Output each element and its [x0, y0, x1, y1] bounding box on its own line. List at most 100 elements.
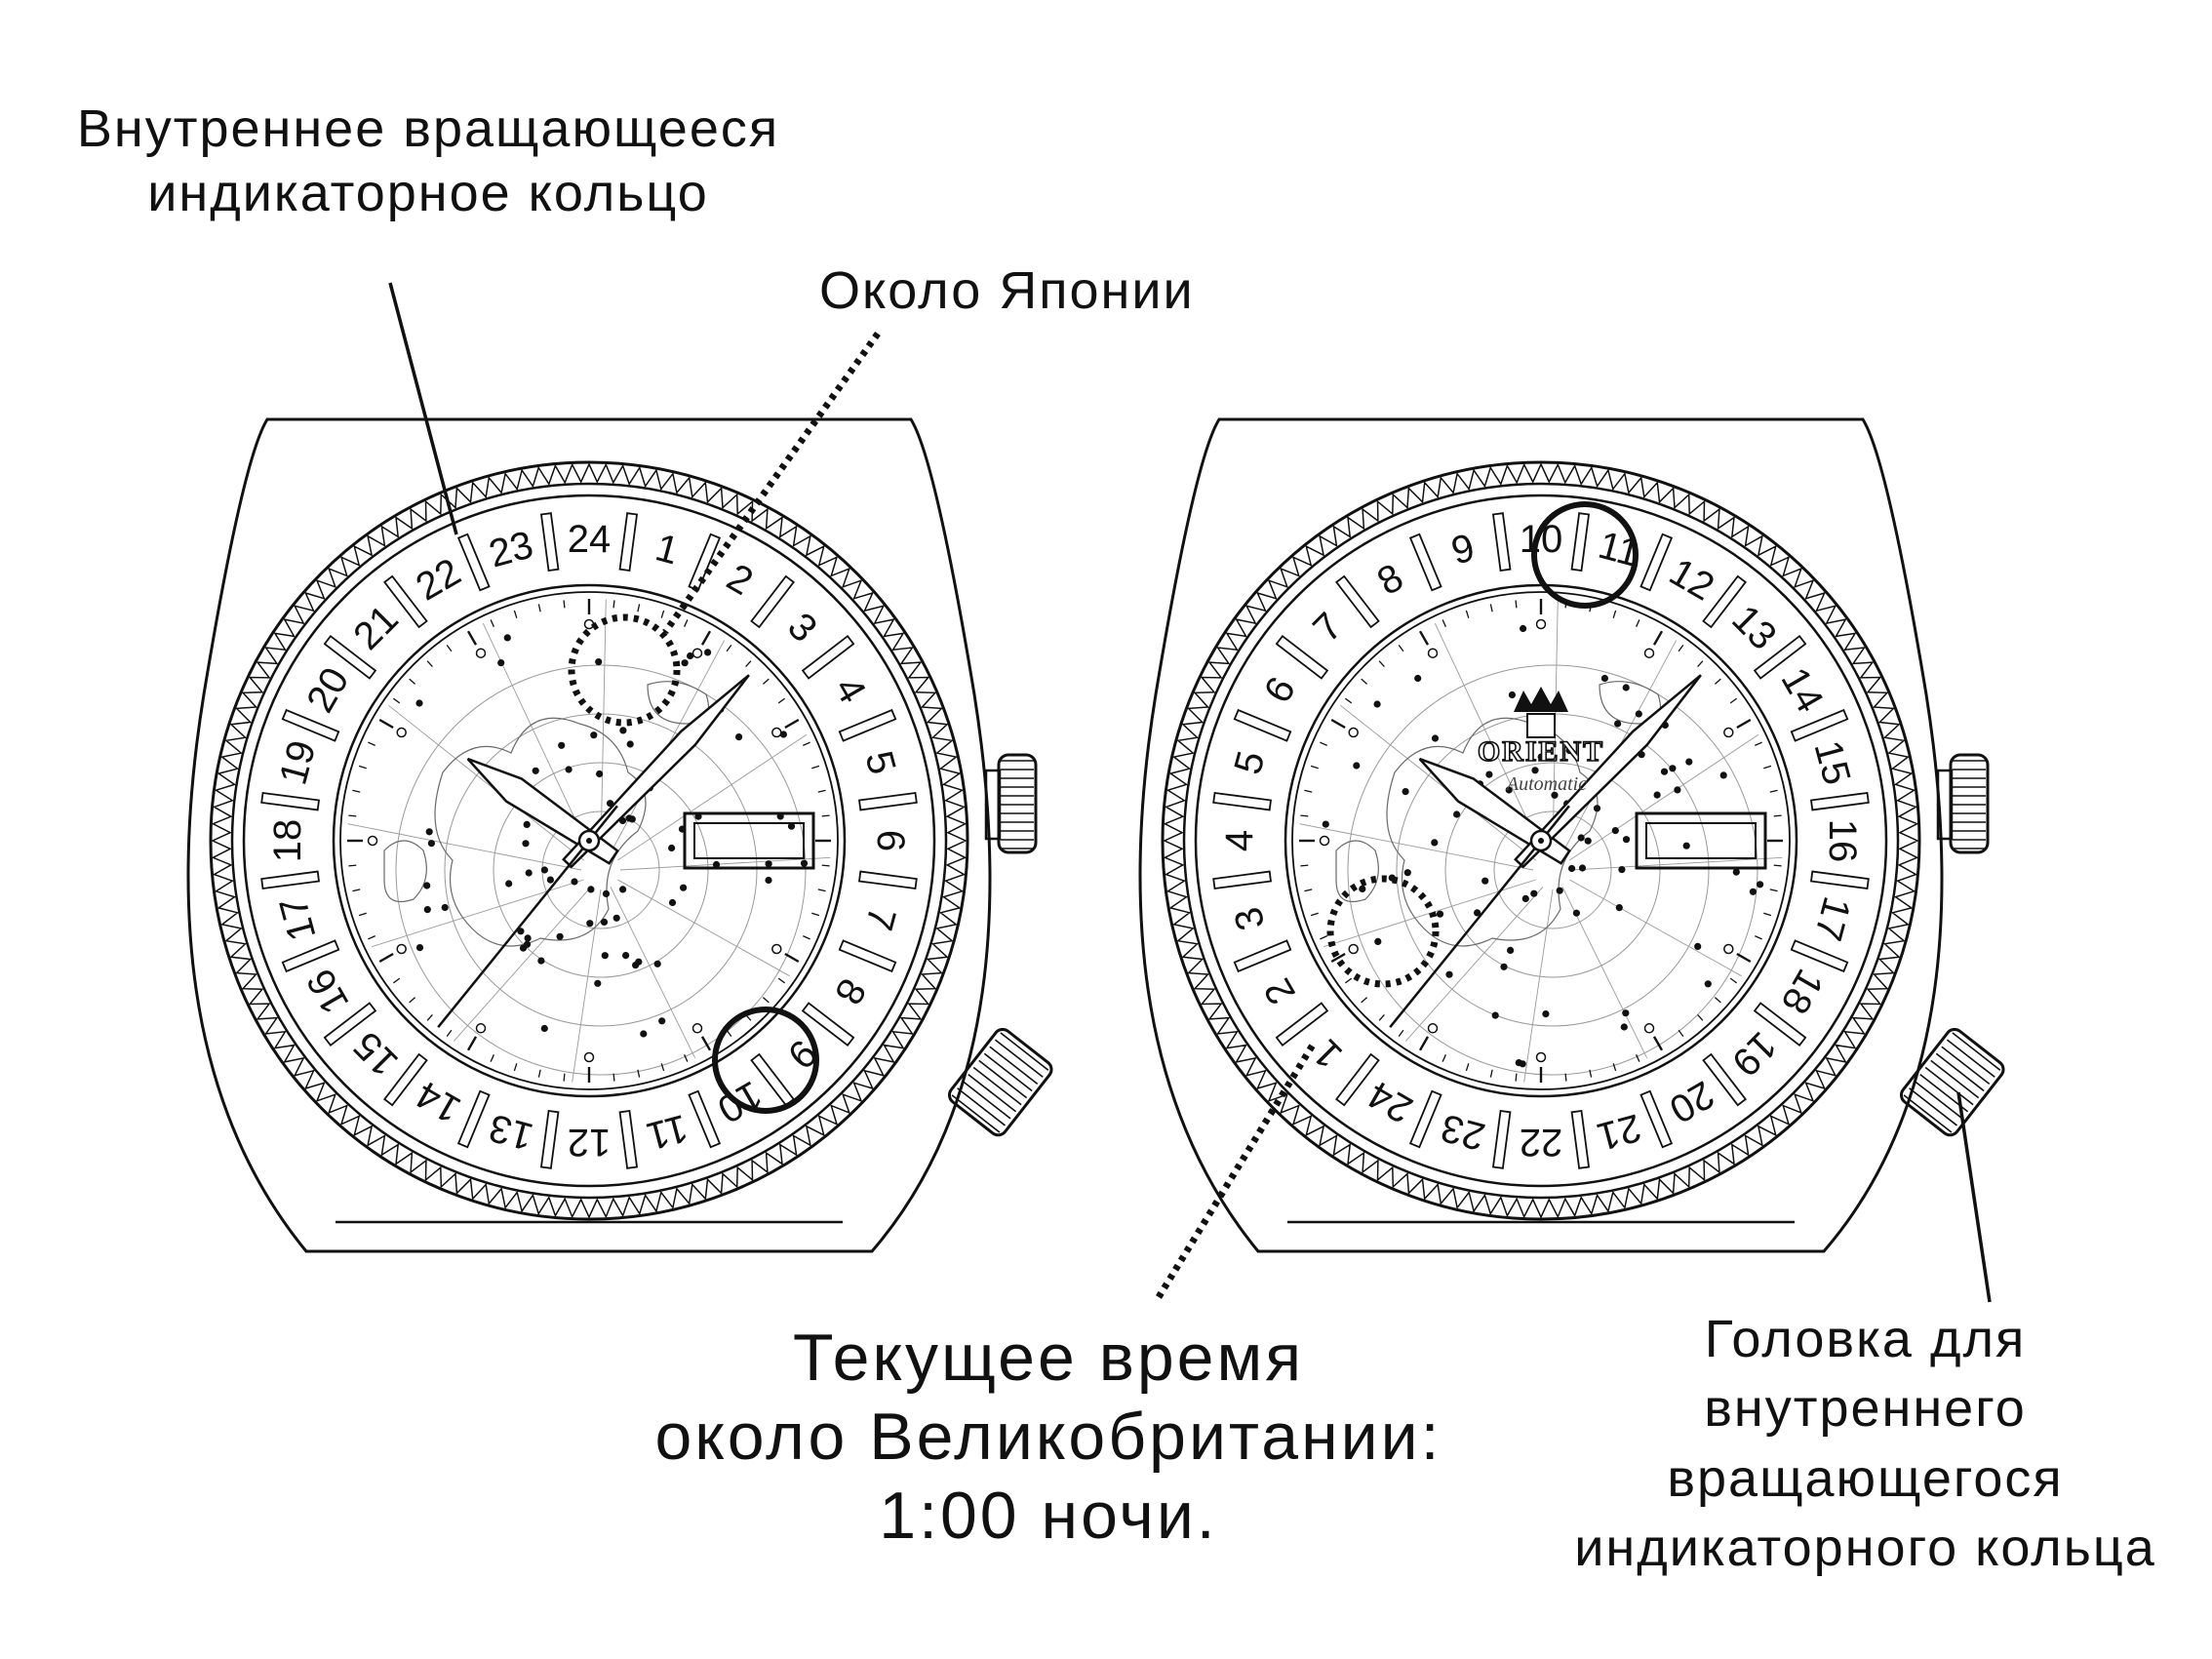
label-near-japan-text: Около Японии [819, 261, 1195, 320]
ring-bar-marker [281, 939, 340, 973]
ring-numeral: 16 [298, 962, 357, 1021]
city-dot [1508, 691, 1516, 699]
hour-marker-dot [1535, 1051, 1547, 1063]
minute-tick [1345, 977, 1353, 984]
minute-tick [784, 718, 800, 730]
city-dot [546, 876, 555, 884]
hour-marker-dot [1348, 727, 1359, 738]
map-meridian [600, 599, 607, 851]
city-dot [595, 658, 603, 666]
city-dot [1749, 888, 1757, 895]
label-inner-ring: Внутреннее вращающееся индикаторное коль… [23, 98, 833, 226]
ring-bar-marker [383, 574, 428, 629]
city-dot [1359, 885, 1366, 893]
map-meridian [1434, 622, 1544, 853]
city-dot [1474, 909, 1481, 917]
map-latitude-line [1444, 762, 1661, 978]
crown-lower [1899, 1027, 2005, 1137]
ring-bar-marker [750, 574, 795, 629]
leader-crown [1956, 1091, 1992, 1303]
minute-tick [563, 1073, 566, 1082]
map-meridian [1569, 733, 1759, 861]
label-current-time-line-2: около Великобритании: [654, 1399, 1442, 1474]
bezel-inner [230, 482, 948, 1200]
minute-tick [1489, 1069, 1493, 1078]
minute-tick [821, 864, 830, 867]
crown-lower-grip [978, 1059, 1028, 1099]
minute-tick [1736, 952, 1752, 964]
minute-tick [1714, 678, 1721, 685]
minute-tick [352, 889, 361, 892]
ring-numeral: 2 [720, 556, 760, 604]
ring-bar-marker [539, 512, 560, 573]
minute-tick [348, 864, 357, 867]
city-dot [765, 860, 772, 868]
ring-bar-marker [1639, 1089, 1674, 1149]
ring-numeral: 21 [345, 597, 407, 658]
ring-numeral: 8 [1370, 556, 1410, 604]
city-dot [1374, 937, 1382, 946]
minute-tick [490, 1054, 494, 1062]
ring-numeral: 12 [568, 1121, 612, 1164]
leader-lines [388, 282, 1992, 1303]
city-dot [1500, 963, 1508, 970]
map-meridian [388, 704, 584, 861]
minute-tick [1515, 1073, 1518, 1082]
minute-tick [811, 912, 820, 917]
minute-tick [352, 789, 361, 793]
ring-numeral: 15 [345, 1023, 407, 1085]
city-dot [625, 814, 633, 822]
city-dot [1577, 834, 1585, 842]
city-dot [505, 880, 513, 888]
minute-tick [1729, 697, 1737, 704]
minute-tick [368, 741, 375, 746]
ring-numeral: 5 [1226, 747, 1273, 779]
minute-tick [1300, 814, 1309, 817]
city-dot [640, 1030, 648, 1038]
minute-tick [1442, 1054, 1446, 1062]
map-meridian [610, 887, 696, 1059]
label-current-time-line-1: Текущее время [792, 1321, 1305, 1395]
dial-edge [1291, 591, 1791, 1090]
city-dot [1453, 810, 1461, 818]
minute-tick [1304, 789, 1313, 793]
hour-marker-dot [1643, 1023, 1655, 1034]
minute-tick [660, 1063, 665, 1072]
city-dot [1704, 980, 1712, 988]
city-dot [1719, 771, 1727, 779]
ring-numeral: 9 [1447, 526, 1480, 573]
minute-tick [1589, 1069, 1593, 1078]
city-dot [441, 903, 449, 912]
city-dot [1660, 768, 1669, 775]
city-dot [1757, 881, 1764, 889]
logo-sub-text: Automatic [1505, 773, 1587, 795]
ring-bar-marker [1809, 870, 1870, 890]
ring-numeral: 3 [1226, 903, 1273, 935]
crown-lower-grip [1952, 1032, 2001, 1071]
bezel-knurl [211, 462, 968, 1219]
city-dot [653, 960, 661, 968]
minute-tick [803, 741, 810, 746]
ring-bar-marker [1702, 1052, 1747, 1107]
city-dot [1402, 788, 1409, 796]
city-dot [680, 884, 688, 891]
city-dot [1373, 700, 1381, 708]
crown-upper [984, 753, 1038, 854]
watch-case [186, 417, 992, 1253]
city-dot [1445, 970, 1453, 978]
ring-numeral: 23 [1437, 1105, 1489, 1158]
minute-tick [1755, 741, 1762, 746]
city-dot [537, 957, 545, 965]
crown-lower-grip [1914, 1081, 1963, 1120]
city-dot [668, 844, 676, 852]
ring-bar-marker [688, 1089, 722, 1149]
ring-bar-marker [1408, 1089, 1442, 1149]
map-meridian [1523, 889, 1554, 1083]
city-dot [658, 1017, 666, 1025]
crown-lower-grip [1935, 1052, 1985, 1092]
ring-bar-marker [801, 635, 855, 680]
minute-tick [1612, 1063, 1617, 1072]
ring-bar-marker [383, 1052, 428, 1107]
